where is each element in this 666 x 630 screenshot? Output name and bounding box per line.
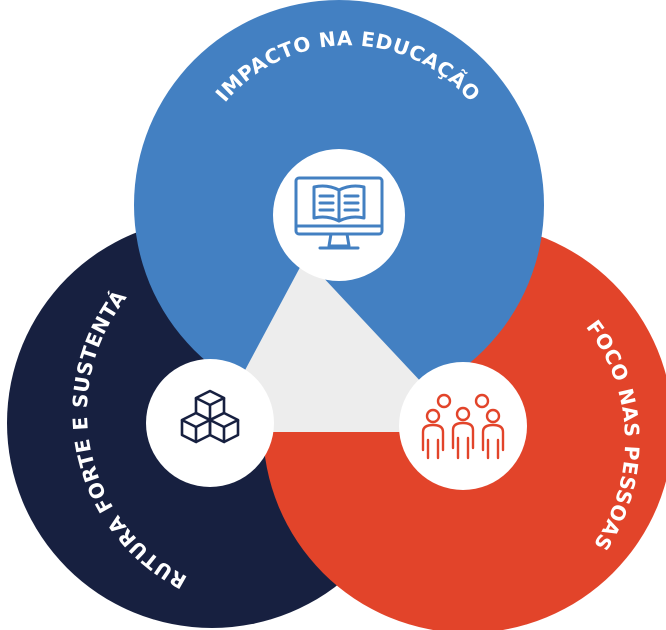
center-triangle	[212, 258, 468, 432]
cubes-icon	[146, 359, 274, 487]
monitor-book-icon	[273, 149, 405, 281]
people-group-icon	[399, 362, 527, 490]
